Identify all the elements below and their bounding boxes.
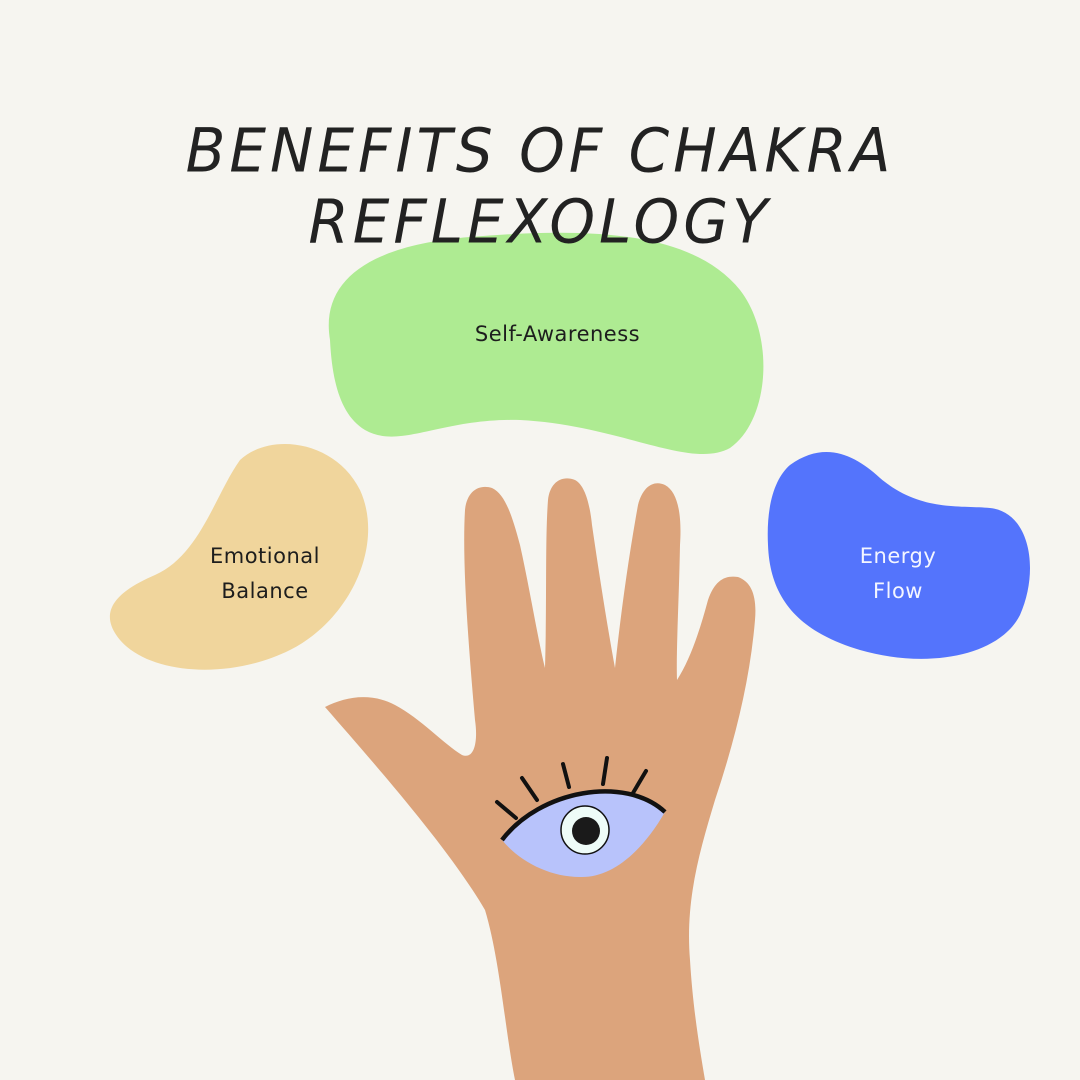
energy-flow-line1: Energy	[859, 544, 937, 568]
emotional-balance-line1: Emotional	[209, 544, 320, 568]
energy-flow-blob	[767, 452, 1030, 659]
emotional-balance-line2: Balance	[221, 579, 309, 603]
energy-flow-line2: Flow	[873, 579, 923, 603]
emotional-balance-label: Emotional Balance	[170, 539, 360, 609]
emotional-balance-blob	[109, 444, 369, 670]
page-title: BENEFITS OF CHAKRA REFLEXOLOGY	[185, 114, 895, 258]
hand	[325, 478, 756, 1080]
self-awareness-blob	[328, 232, 764, 455]
energy-flow-label: Energy Flow	[818, 539, 978, 609]
eye-icon	[495, 756, 667, 878]
self-awareness-label: Self-Awareness	[474, 322, 641, 346]
